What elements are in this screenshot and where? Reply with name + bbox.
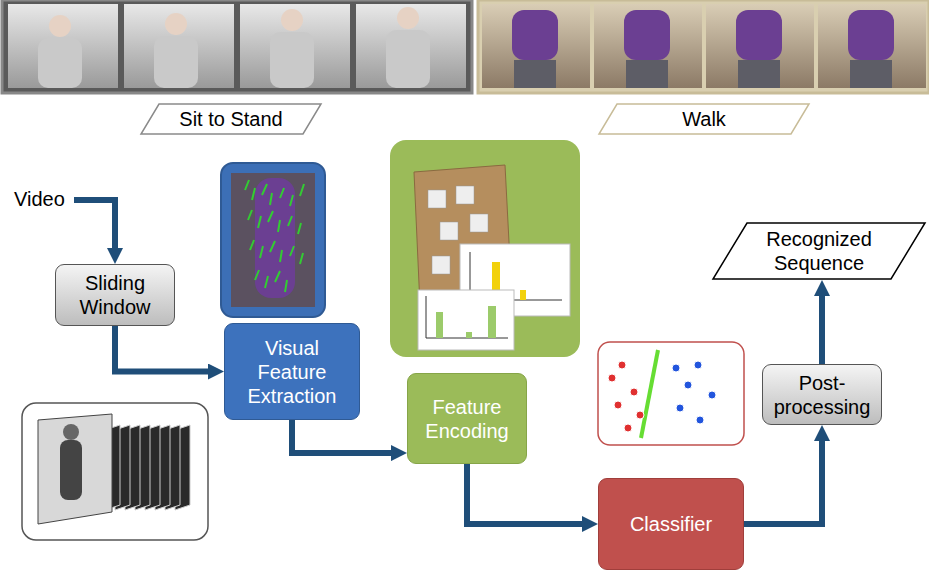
text-block: Sliding Window <box>64 271 166 319</box>
text-block: Post- processing <box>771 371 873 419</box>
text-block: Recognized Sequence <box>750 227 888 275</box>
node-text: Walk <box>621 107 787 131</box>
process-box: Visual Feature Extraction <box>224 323 360 420</box>
node-text: Feature Encoding <box>416 395 518 443</box>
text-block: Classifier <box>607 512 735 536</box>
text-block: Visual Feature Extraction <box>233 336 351 408</box>
output-label: Recognized Sequence <box>712 222 926 280</box>
activity-label: Walk <box>598 103 810 135</box>
classifier-picture <box>598 342 744 445</box>
process-box: Feature Encoding <box>407 373 527 464</box>
flow-arrow <box>744 437 822 524</box>
input-label: Video <box>14 187 65 211</box>
text-block: Walk <box>621 107 787 131</box>
parallelogram-shape <box>599 104 809 134</box>
sit-to-stand-filmstrip <box>2 0 472 93</box>
flow-arrow <box>115 326 212 372</box>
text-block: Feature Encoding <box>416 395 518 443</box>
parallelogram-shape <box>713 223 925 279</box>
node-text: Recognized Sequence <box>750 227 888 275</box>
node-text: Visual Feature Extraction <box>233 336 351 408</box>
input-arrow <box>74 200 115 252</box>
activity-label: Sit to Stand <box>140 103 322 135</box>
node-text: Post- processing <box>771 371 873 419</box>
node-text: Sit to Stand <box>162 107 300 131</box>
node-text: Sliding Window <box>64 271 166 319</box>
flow-arrow <box>292 420 395 453</box>
bag-of-words-picture <box>390 140 580 357</box>
flow-arrow <box>819 292 825 364</box>
frame-stack-picture <box>22 403 208 540</box>
process-box: Sliding Window <box>55 264 175 326</box>
process-box: Post- processing <box>762 364 882 425</box>
text-block: Sit to Stand <box>162 107 300 131</box>
walk-filmstrip <box>478 0 929 93</box>
parallelogram-shape <box>141 104 321 134</box>
flow-arrow <box>467 464 586 524</box>
node-text: Classifier <box>607 512 735 536</box>
process-box: Classifier <box>598 478 744 570</box>
feature-tracks-picture <box>221 163 325 317</box>
